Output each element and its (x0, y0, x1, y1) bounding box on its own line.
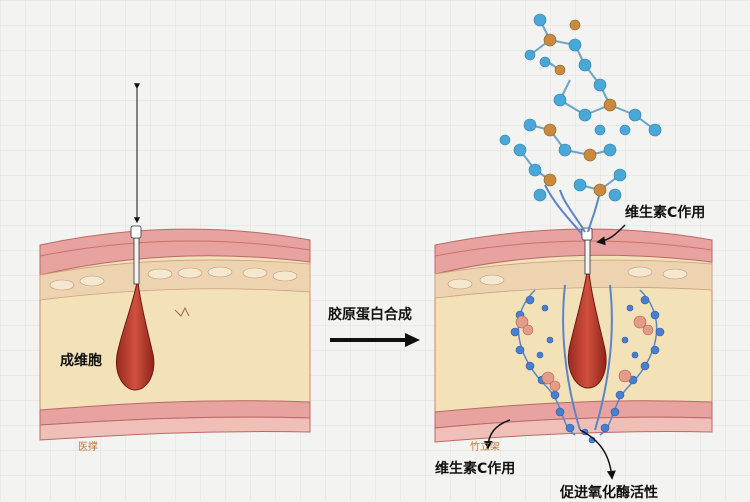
vitamin-c-molecules (499, 13, 662, 235)
vitc-top-label: 维生素C作用 (625, 205, 706, 221)
process-label: 胶原蛋白合成 (328, 307, 412, 323)
small-left-label: 医撑 (78, 442, 98, 453)
small-mid-label: 竹立架 (470, 442, 500, 453)
right-skin-block (434, 227, 713, 444)
process-arrow (330, 333, 420, 347)
enzyme-label: 促进氧化酶活性 (560, 485, 658, 501)
fibroblast-label: 成维胞 (60, 353, 102, 369)
curved-arrows (483, 224, 626, 480)
collagen-chains (510, 284, 665, 444)
vitc-bottom-label: 维生素C作用 (435, 461, 516, 477)
left-skin-block (39, 83, 311, 441)
